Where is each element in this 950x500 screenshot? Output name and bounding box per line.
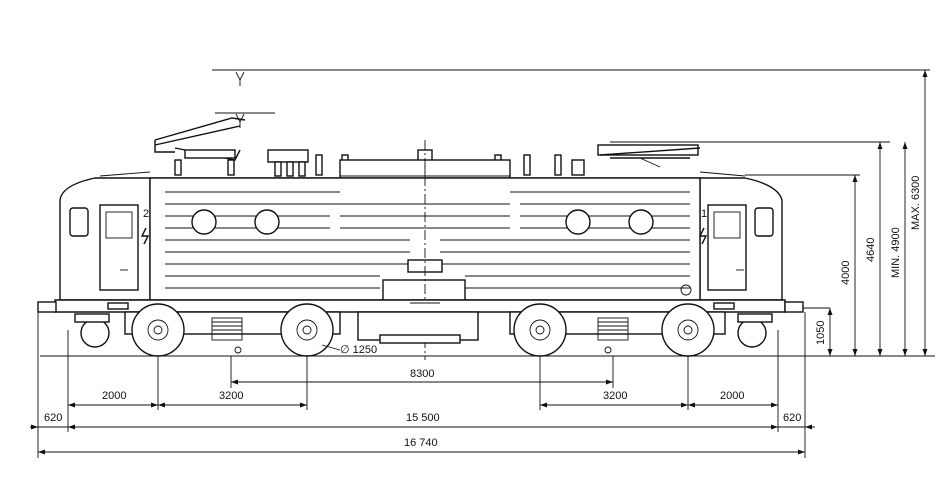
dim-8300: 8300 — [410, 368, 434, 380]
horizontal-dimensions — [30, 312, 815, 458]
wheels — [131, 303, 715, 357]
locomotive-body — [54, 140, 786, 360]
lightning-icon — [698, 227, 708, 245]
lightning-icon — [140, 227, 150, 245]
dim-3200-left: 3200 — [219, 390, 243, 402]
body-louvers — [165, 191, 690, 289]
dim-2000-right: 2000 — [720, 390, 744, 402]
dim-620-right: 620 — [783, 412, 801, 424]
dim-15500: 15 500 — [406, 412, 440, 424]
pantograph-left — [154, 71, 246, 161]
pantograph-right — [597, 144, 701, 168]
vertical-dimension-labels: 1050 4000 4640 MIN. 4900 MAX. 6300 — [815, 176, 922, 345]
cab-number-right: 1 — [701, 208, 707, 220]
dim-h-4000: 4000 — [840, 261, 852, 285]
buffers — [37, 301, 804, 313]
dim-3200-right: 3200 — [603, 390, 627, 402]
wheel-1 — [131, 303, 185, 357]
height-reference-lines — [40, 69, 935, 357]
dim-620-left: 620 — [44, 412, 62, 424]
wheel-4 — [661, 303, 715, 357]
cab-number-left: 2 — [143, 208, 149, 220]
wheel-3 — [513, 303, 567, 357]
dim-h-max-6300: MAX. 6300 — [910, 176, 922, 230]
dim-16740: 16 740 — [404, 437, 438, 449]
dim-h-min-4900: MIN. 4900 — [890, 227, 902, 278]
wheel-2 — [280, 303, 334, 357]
dim-2000-left: 2000 — [102, 390, 126, 402]
dimension-labels: 2000 3200 8300 3200 2000 620 15 500 620 … — [44, 344, 801, 449]
dim-h-1050: 1050 — [815, 321, 827, 345]
vertical-dimensions — [827, 70, 928, 356]
bogie-springs — [211, 317, 629, 354]
dim-wheel-diameter: ∅ 1250 — [340, 344, 377, 356]
dim-h-4640: 4640 — [865, 238, 877, 262]
